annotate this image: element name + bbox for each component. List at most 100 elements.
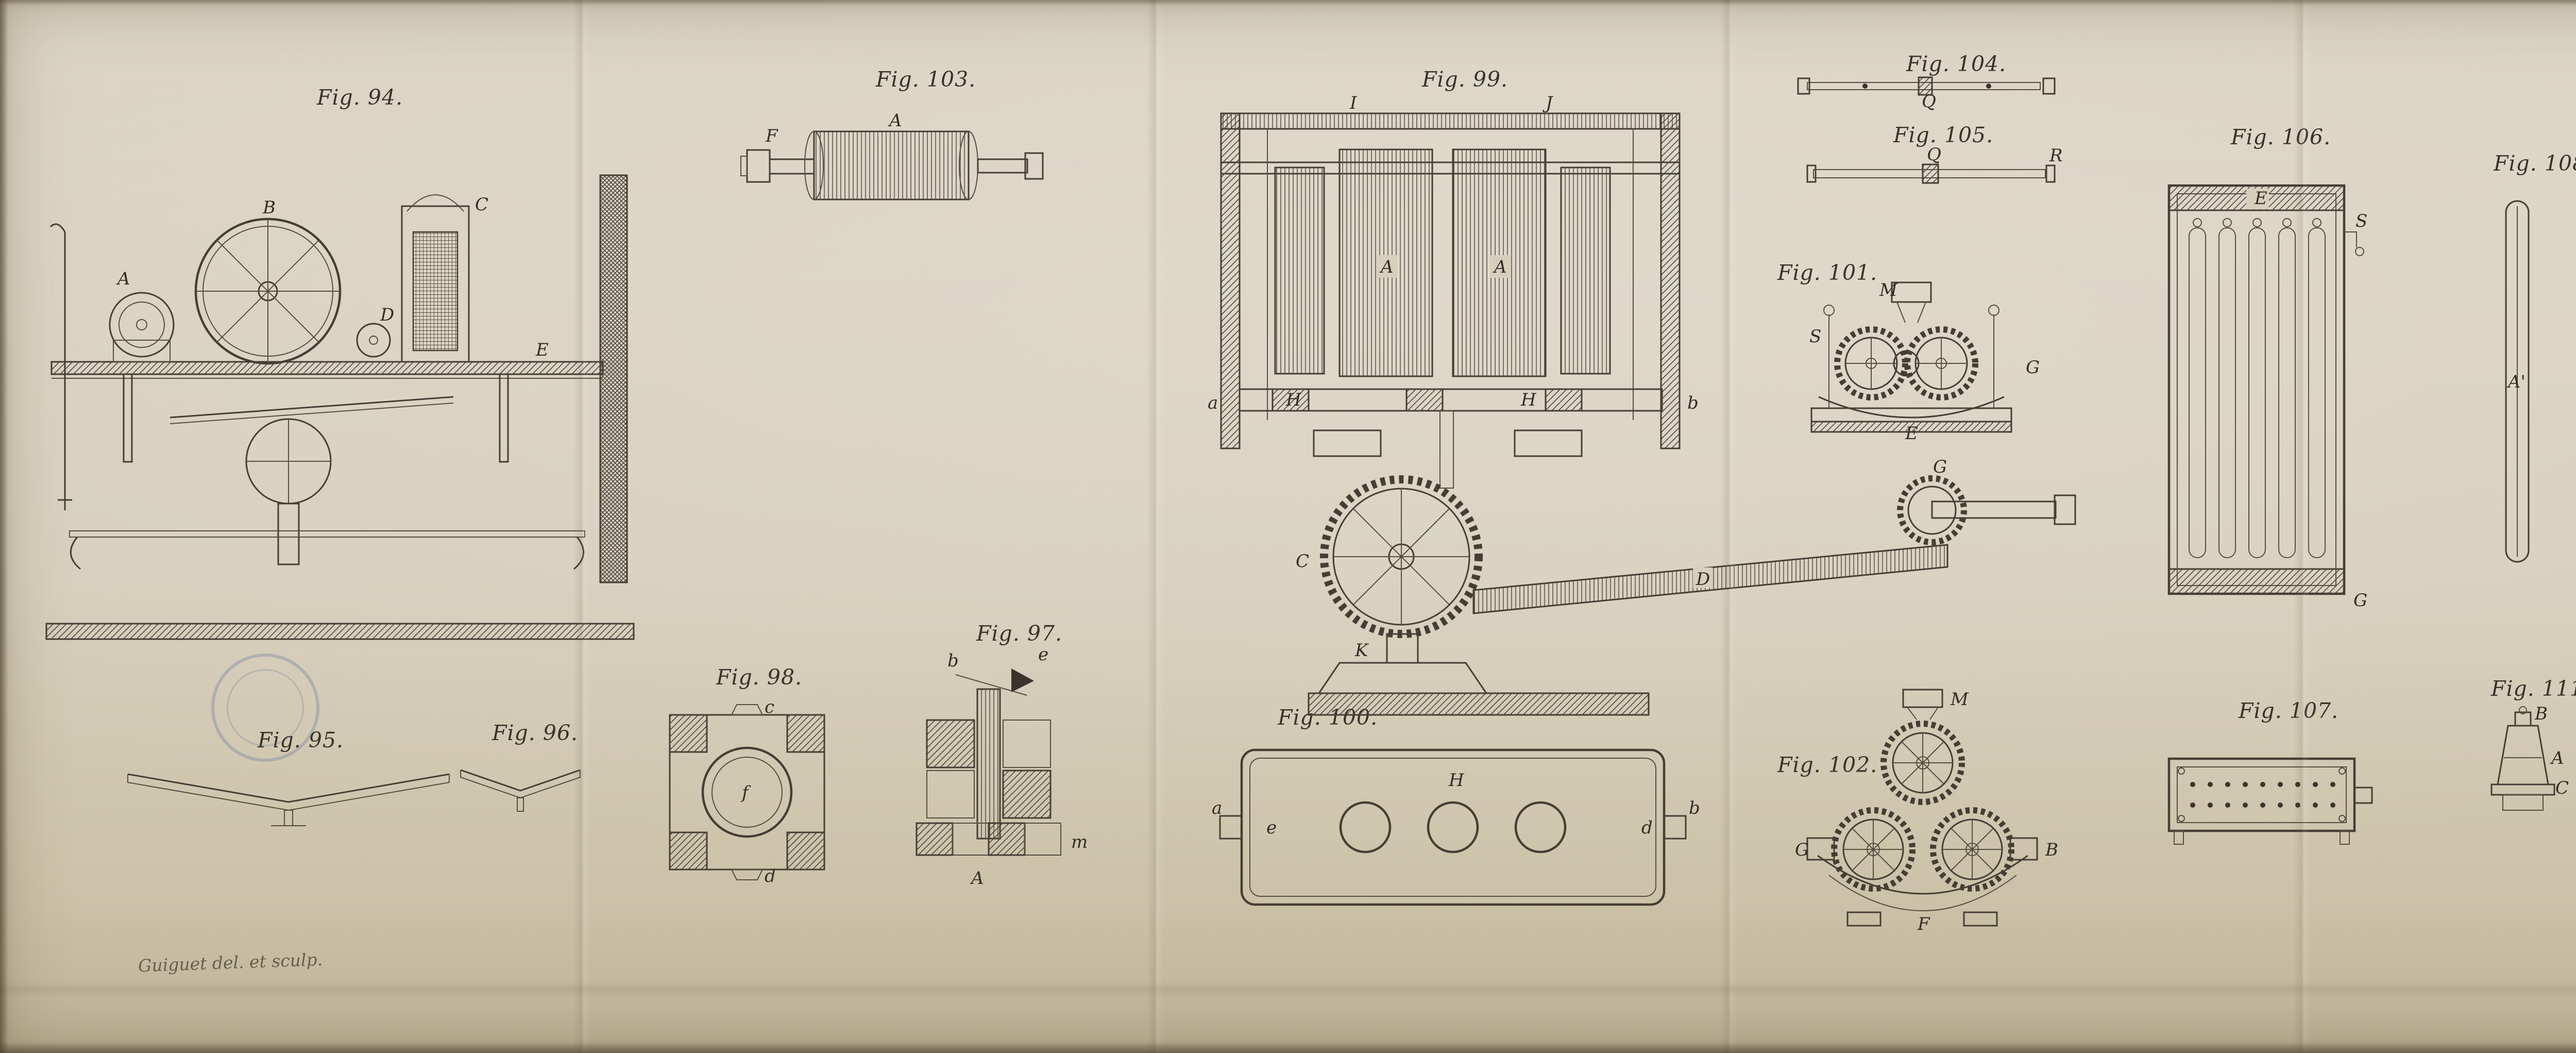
part-letter: b [1687,393,1699,413]
gear [1834,326,1908,400]
pedestal [1317,662,1488,694]
part-letter: a [1208,393,1218,413]
figs-108-110-drawing: A' B C A [2505,200,2530,563]
part-letter: A' [2506,372,2526,392]
roller-gear [1831,807,1916,892]
fig-105-label: Fig. 105. [1893,123,1994,147]
tubes [2189,218,2326,558]
fig-96-drawing [460,769,581,812]
part-letter: f [740,782,751,803]
big-gear [1320,475,1483,638]
cone [2497,725,2549,785]
part-letter: J [1543,93,1554,113]
hopper [1891,281,1932,303]
fig-97-drawing: e b m A [916,644,1088,889]
part-letter: c [765,697,774,717]
perforations [2190,782,2335,808]
fig-101-drawing: M S G E [1809,280,2040,444]
part-letter: Q [1922,91,1936,112]
fold-crease [1147,0,1164,1053]
part-letter: M [1950,689,1969,710]
part-letter: A [116,269,130,289]
pinion-gear [1897,475,2076,545]
part-letter: d [1641,817,1653,838]
ground [45,623,635,640]
fig-98-drawing: f c d [669,697,825,887]
part-letter: e [1038,644,1048,665]
part-letter: G [2026,357,2040,378]
pulley [356,323,391,358]
part-letter: e [1266,817,1277,838]
fig-101-label: Fig. 101. [1777,260,1878,285]
bench [50,361,604,375]
part-letter: H [1520,390,1537,410]
fig-97-label: Fig. 97. [976,621,1063,646]
cradle [1817,855,2028,895]
fig-96-label: Fig. 96. [492,721,579,745]
wall [599,174,628,583]
top-rack-beam [1220,112,1681,130]
roller [1274,166,1325,375]
part-letter: R [2049,145,2063,166]
part-letter: E [1905,423,1918,444]
part-letter: A [888,110,902,131]
fig-103-label: Fig. 103. [876,67,976,92]
part-letter: A [1379,257,1394,277]
gear [1904,326,1978,400]
base-slab [1308,692,1650,716]
part-letter: E [535,340,549,360]
part-letter: b [1689,798,1700,818]
fig-111-drawing: B A C [2490,704,2569,811]
part-letter: I [1349,93,1357,113]
part-letter: B [2534,704,2548,724]
fig-106-drawing: E S G [2167,184,2367,611]
part-letter: Q [1927,144,1941,165]
part-letter: H [1285,390,1302,410]
base [2168,568,2345,595]
part-letter: m [1071,832,1088,853]
fig-104-drawing: Q [1797,76,2056,112]
fold-crease-horizontal [0,982,2576,997]
fig-107-label: Fig. 107. [2239,698,2339,723]
fig-99-label: Fig. 99. [1422,67,1509,92]
roller-gear [1880,721,1965,805]
part-letter: G [1933,457,1947,477]
long-bar [69,530,585,538]
part-letter: b [947,650,959,671]
fig-102-label: Fig. 102. [1777,753,1878,777]
fig-99-drawing: I J A A H H C K D G a b [1208,93,2076,716]
part-letter: A [2550,748,2564,768]
fig-107-drawing [2167,757,2373,845]
part-letter: G [2353,590,2367,611]
fig-95-drawing [127,773,450,826]
part-letter: C [475,194,488,215]
scan-edge [0,0,2576,5]
roller-gear [1930,807,2014,892]
part-letter: D [1696,569,1710,590]
part-letter: B [2045,840,2058,860]
part-letter: B [262,197,276,218]
part-letter: K [1354,640,1369,661]
part-letter: S [2355,211,2367,231]
fig-108-label: Fig. 108. [2494,151,2576,176]
fig-98-label: Fig. 98. [716,665,803,690]
flag [1011,668,1034,692]
fig-95-label: Fig. 95. [258,728,344,753]
part-letter: A [970,868,984,889]
part-letter: C [2555,778,2569,798]
part-letter: C [1296,551,1309,572]
part-letter: S [1809,326,1821,347]
engraver-signature: Guiguet del. et sculp. [138,949,323,976]
left-post [1220,112,1241,449]
part-letter: D [380,305,394,325]
roller [1560,166,1611,375]
roller-body [813,130,970,200]
post [976,688,1001,840]
part-letter: a [1212,798,1222,818]
scan-edge [0,0,8,1053]
strip-108 [2505,200,2530,563]
fig-102-drawing: M G B F [1795,689,2058,934]
fig-104-label: Fig. 104. [1906,52,2007,76]
spout [2344,231,2357,247]
